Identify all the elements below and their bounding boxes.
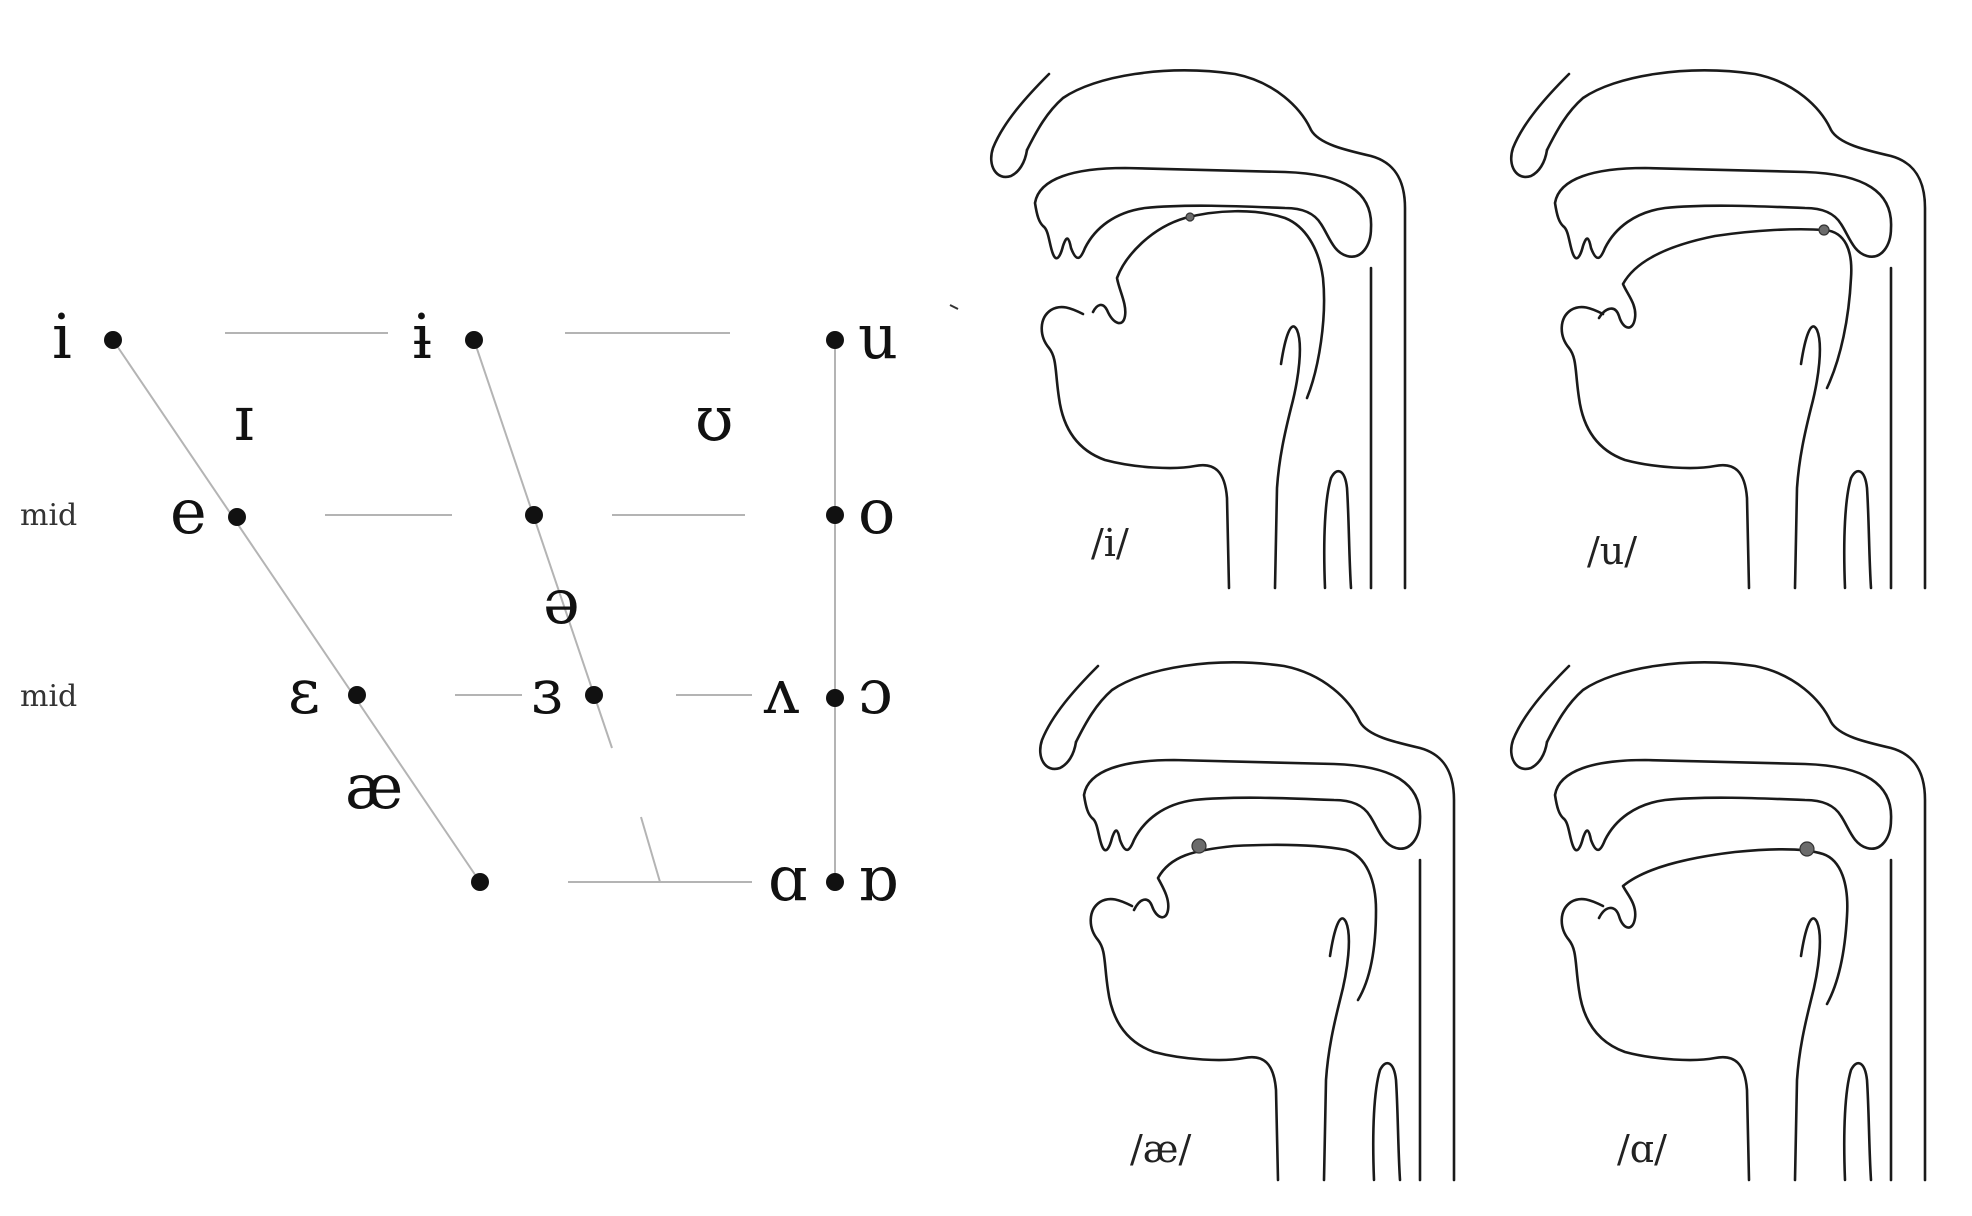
- symbol-open-mid-front: ɛ: [288, 655, 320, 728]
- panel-label-u: /u/: [1587, 529, 1637, 573]
- symbol-turned-script-a: ɒ: [858, 842, 898, 915]
- tongue-ae: [1132, 843, 1378, 1002]
- symbol-open-o: ɔ: [858, 655, 893, 728]
- dot-close-mid-central: [525, 506, 543, 524]
- dot-barred-i: [465, 331, 483, 349]
- symbol-i: i: [52, 300, 72, 373]
- tongue-point-a: [1799, 841, 1815, 857]
- central-upper-line: [473, 339, 613, 749]
- panel-label-a: /ɑ/: [1617, 1127, 1667, 1171]
- symbol-schwa: ə: [543, 565, 580, 638]
- tongue-u: [1597, 227, 1853, 390]
- symbol-open-mid-central: ɜ: [531, 655, 563, 728]
- stray-mark: [949, 304, 959, 310]
- vowel-chart: mid mid i ɨ u ɪ ʊ e o ə ɛ ɜ ʌ ɔ æ ɑ ɒ: [20, 300, 959, 915]
- dot-u: [826, 331, 844, 349]
- head-outline: [1038, 661, 1456, 1182]
- symbol-near-close-front: ɪ: [234, 382, 254, 455]
- tongue-a: [1597, 847, 1849, 1006]
- dot-open-mid-back: [826, 689, 844, 707]
- vocal-tract-panel-a: /ɑ/: [1509, 661, 1927, 1182]
- tongue-point-ae: [1191, 838, 1207, 854]
- tongue-i: [1091, 209, 1326, 400]
- dot-open-front: [471, 873, 489, 891]
- vocal-tract-panel-u: /u/: [1509, 69, 1927, 590]
- symbol-u: u: [858, 300, 898, 373]
- symbol-near-close-back: ʊ: [695, 382, 733, 455]
- symbol-ash: æ: [345, 750, 403, 823]
- head-outline: [1509, 69, 1927, 590]
- front-edge-line: [112, 339, 481, 883]
- row-label-open-mid: mid: [20, 679, 77, 714]
- dot-open-back: [826, 873, 844, 891]
- vocal-tract-panel-i: /i/: [989, 69, 1407, 590]
- symbol-wedge: ʌ: [763, 655, 799, 728]
- symbol-o: o: [858, 475, 895, 548]
- vocal-tract-panel-ae: /æ/: [1038, 661, 1456, 1182]
- panel-label-ae: /æ/: [1130, 1127, 1192, 1171]
- dot-open-mid-central: [585, 686, 603, 704]
- panel-label-i: /i/: [1091, 521, 1129, 565]
- symbol-e: e: [170, 475, 207, 548]
- dot-o: [826, 506, 844, 524]
- tongue-point-i: [1185, 212, 1195, 222]
- tongue-point-u: [1818, 224, 1830, 236]
- symbol-barred-i: ɨ: [412, 300, 432, 373]
- row-label-close-mid: mid: [20, 498, 77, 533]
- dot-e: [228, 508, 246, 526]
- head-outline: [989, 69, 1407, 590]
- dot-open-mid-front: [348, 686, 366, 704]
- symbol-script-a: ɑ: [768, 842, 808, 915]
- head-outline: [1509, 661, 1927, 1182]
- central-lower-line: [640, 816, 661, 883]
- dot-i: [104, 331, 122, 349]
